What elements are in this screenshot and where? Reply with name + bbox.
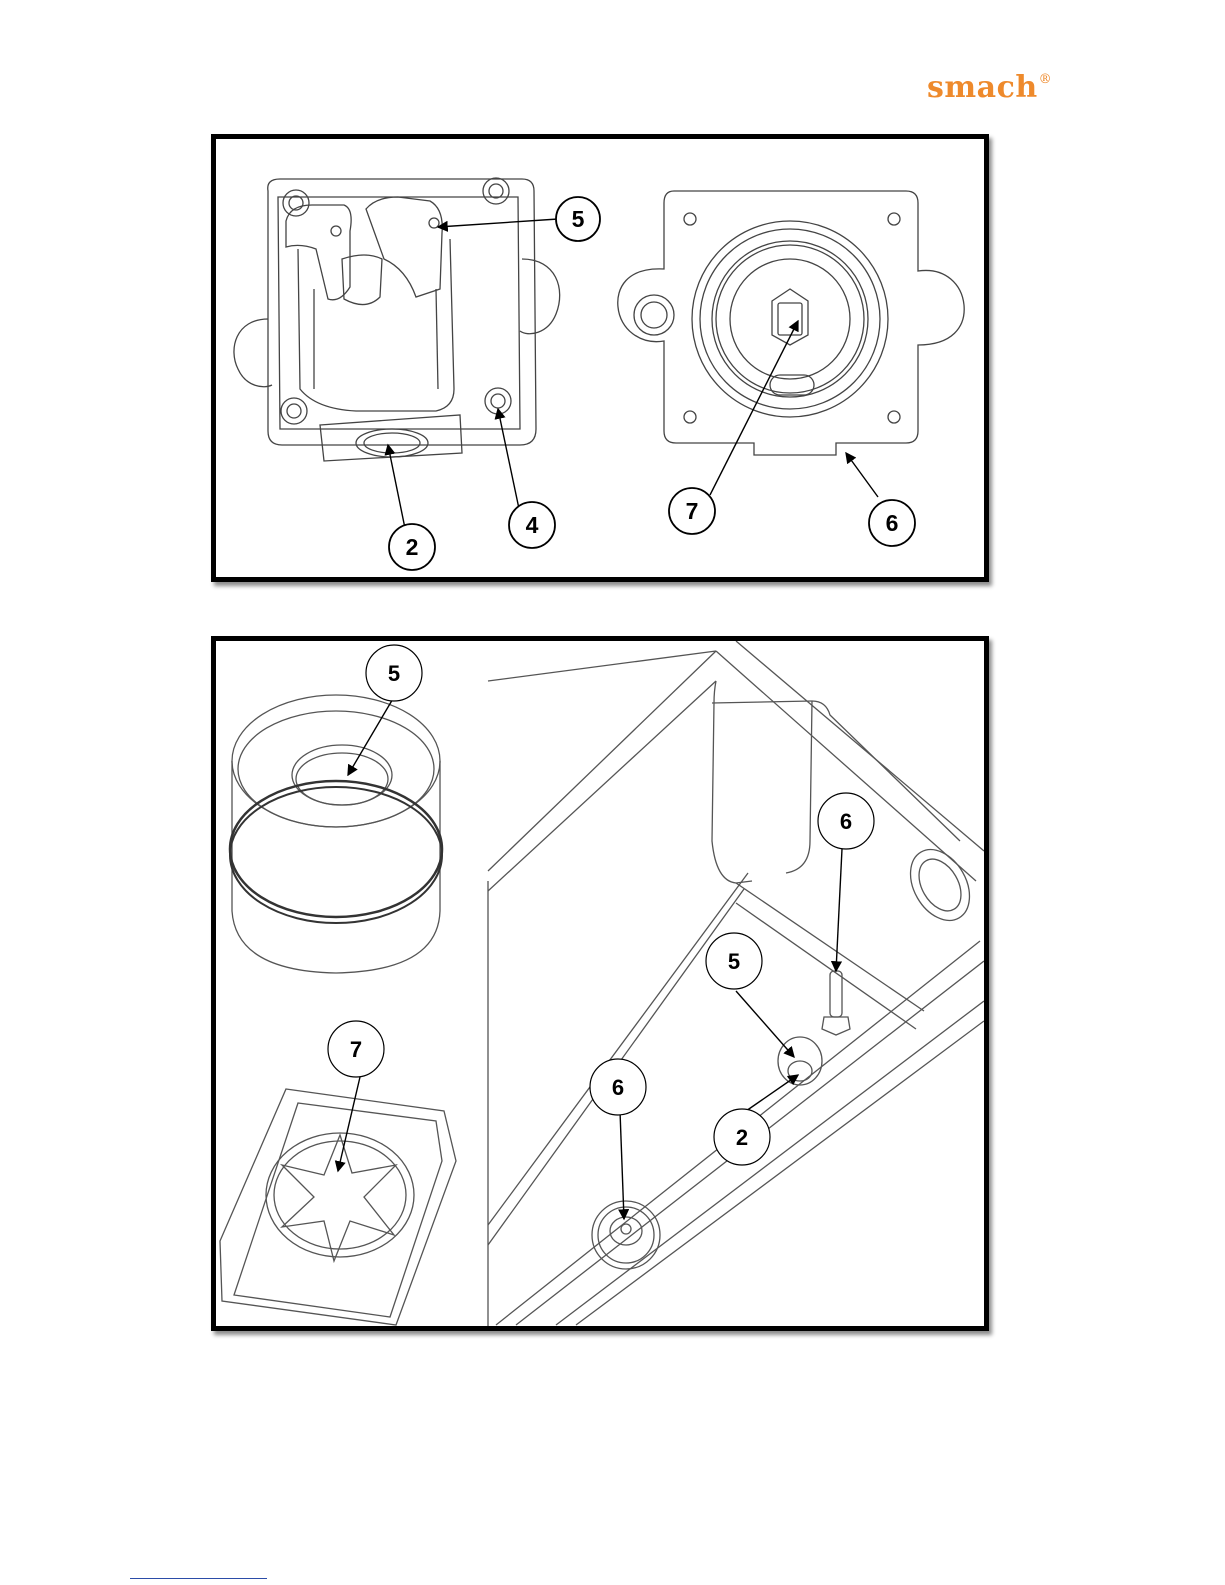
callout-label: 6: [886, 510, 899, 536]
callout-5: 5: [556, 197, 600, 241]
callout-2: 2: [389, 524, 435, 570]
callout-4: 4: [509, 502, 555, 548]
technical-drawing-bottom: 5 7 6 5 2 6: [211, 636, 989, 1331]
callouts-top: 5 4 2 7 6: [389, 197, 915, 570]
smach-logo: smach®: [927, 70, 1052, 105]
callout-label: 2: [406, 534, 419, 560]
button-cap-drawing: [230, 695, 442, 973]
callout-6: 6: [818, 793, 874, 849]
callout-5: 5: [706, 933, 762, 989]
footnote-separator: [130, 1578, 267, 1579]
callout-label: 7: [686, 498, 699, 524]
callout-label: 5: [388, 661, 400, 686]
callout-5: 5: [366, 645, 422, 701]
callout-label: 2: [736, 1125, 748, 1150]
callout-label: 6: [612, 1075, 624, 1100]
logo-text: smach: [927, 70, 1038, 105]
callout-label: 5: [572, 206, 585, 232]
technical-drawing-top: 5 4 2 7 6: [211, 134, 989, 582]
registered-mark: ®: [1039, 72, 1053, 87]
callouts-bottom: 5 7 6 5 2 6: [328, 645, 874, 1165]
callout-label: 4: [526, 512, 539, 538]
callout-label: 5: [728, 949, 740, 974]
callout-2: 2: [714, 1109, 770, 1165]
housing-perspective-drawing: [234, 178, 560, 461]
callout-6: 6: [869, 500, 915, 546]
leader-lines-top: [388, 219, 878, 543]
callout-7: 7: [669, 488, 715, 534]
housing-front-drawing: [618, 191, 964, 455]
callout-7: 7: [328, 1021, 384, 1077]
callout-label: 7: [350, 1037, 362, 1062]
callout-6: 6: [590, 1059, 646, 1115]
callout-label: 6: [840, 809, 852, 834]
star-plate-drawing: [220, 1089, 456, 1325]
drawing-top-svg: 5 4 2 7 6: [216, 139, 984, 577]
drawing-bottom-svg: 5 7 6 5 2 6: [216, 641, 984, 1326]
